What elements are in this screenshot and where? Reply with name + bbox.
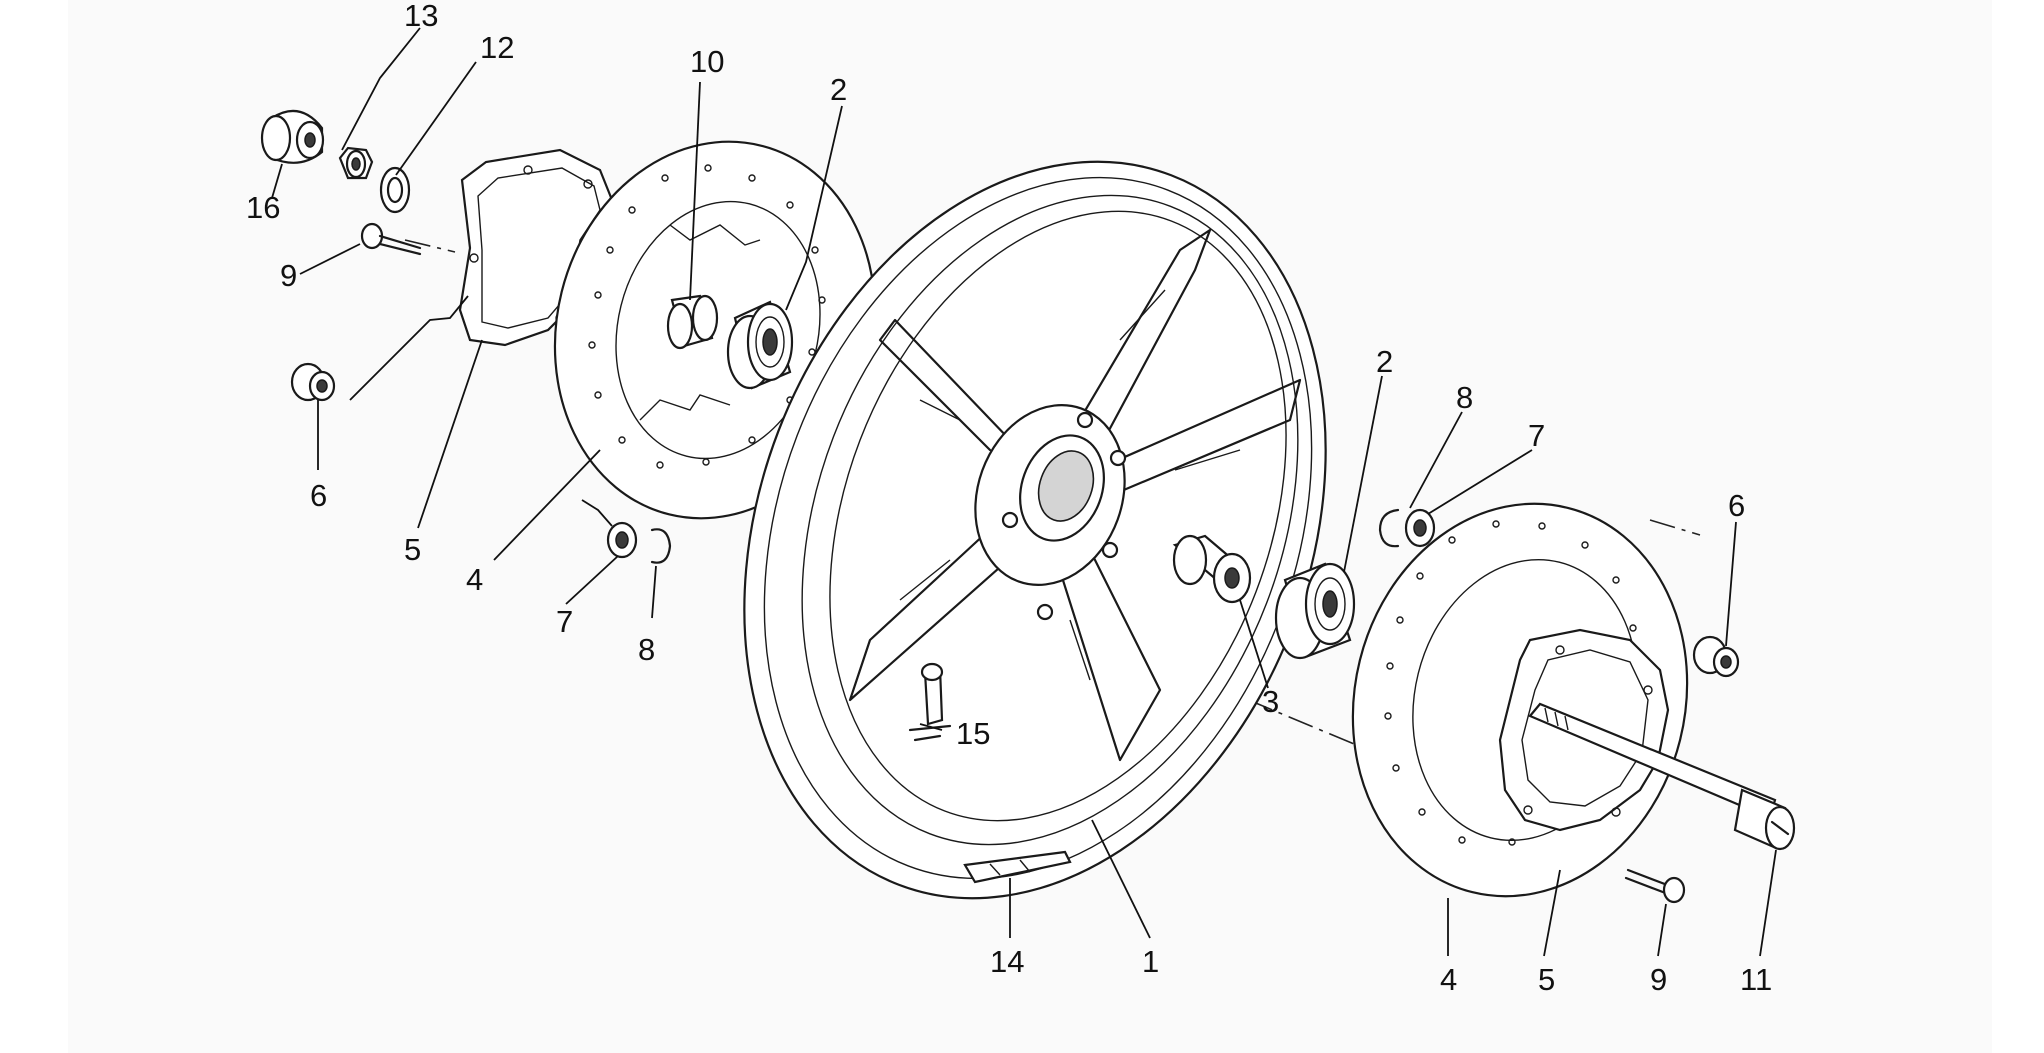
spacer-6-left — [290, 362, 336, 402]
callout-13: 13 — [404, 0, 438, 33]
circlip-8-right — [1378, 508, 1400, 548]
callout-4-left: 4 — [466, 562, 483, 597]
axle-cap-16 — [260, 109, 325, 164]
callout-12: 12 — [480, 30, 514, 65]
circlip-8-left — [650, 528, 672, 564]
callout-2-left: 2 — [830, 72, 847, 107]
washer-12 — [379, 166, 411, 214]
spacer-3 — [1172, 534, 1252, 604]
balance-weight-14 — [963, 850, 1072, 884]
callout-5-left: 5 — [404, 532, 421, 567]
callout-3: 3 — [1262, 684, 1279, 719]
screw-9-right — [1624, 868, 1686, 904]
assembly-axis-bolt-left — [404, 239, 456, 253]
assembly-axis-bolt-right — [1649, 519, 1701, 536]
valve-15 — [908, 662, 952, 742]
seal-7-left — [606, 521, 638, 559]
callout-1: 1 — [1142, 944, 1159, 979]
callout-6-left: 6 — [310, 478, 327, 513]
callout-8-left: 8 — [638, 632, 655, 667]
callout-10: 10 — [690, 44, 724, 79]
callout-7-right: 7 — [1528, 418, 1545, 453]
callout-8-right: 8 — [1456, 380, 1473, 415]
callout-6-right: 6 — [1728, 488, 1745, 523]
axle-11 — [1528, 702, 1796, 851]
bearing-2-right — [1274, 562, 1356, 660]
callout-15: 15 — [956, 716, 990, 751]
callout-9-right: 9 — [1650, 962, 1667, 997]
callout-labels: 13 12 16 9 6 5 4 7 8 10 2 15 14 1 3 2 8 … — [246, 0, 1772, 997]
spacer-6-right — [1692, 635, 1740, 678]
callout-2-right: 2 — [1376, 344, 1393, 379]
wheel-1 — [743, 160, 1327, 900]
bearing-2-left — [726, 300, 794, 390]
callout-14: 14 — [990, 944, 1024, 979]
callout-5-right: 5 — [1538, 962, 1555, 997]
screw-9-left — [360, 222, 422, 256]
callout-16: 16 — [246, 190, 280, 225]
callout-4-right: 4 — [1440, 962, 1457, 997]
callout-7-left: 7 — [556, 604, 573, 639]
callout-9-left: 9 — [280, 258, 297, 293]
seal-7-right — [1404, 508, 1436, 548]
callout-11: 11 — [1740, 962, 1772, 997]
leader-lines — [271, 27, 1777, 957]
nut-13 — [338, 146, 374, 180]
